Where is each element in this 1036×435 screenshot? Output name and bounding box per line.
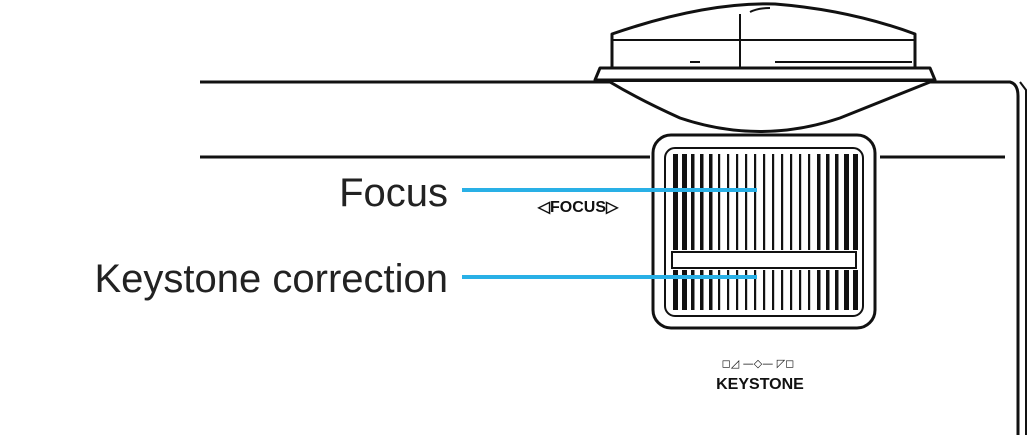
keystone-marking: KEYSTONE: [716, 376, 804, 393]
keystone-dial-ridge: [736, 270, 739, 310]
keystone-dial-ridge: [808, 270, 811, 310]
focus-dial-ridge: [727, 154, 730, 250]
focus-dial-ridge: [826, 154, 830, 250]
keystone-dial-ridge: [835, 270, 839, 310]
keystone-dial-ridge: [754, 270, 757, 310]
keystone-dial-ridge: [844, 270, 849, 310]
focus-dial-ridge: [673, 154, 678, 250]
focus-dial-ridge: [754, 154, 757, 250]
focus-dial-ridge: [853, 154, 858, 250]
keystone-dial-ridge: [763, 270, 766, 310]
keystone-dial-ridge: [745, 270, 748, 310]
keystone-dial-ridge: [790, 270, 793, 310]
focus-dial-ridge: [718, 154, 721, 250]
focus-callout-label: Focus: [339, 171, 448, 215]
lens-cap: [593, 2, 937, 82]
focus-dial: [670, 152, 858, 252]
focus-dial-ridge: [763, 154, 766, 250]
focus-dial-ridge: [736, 154, 739, 250]
keystone-dial-ridge: [718, 270, 721, 310]
focus-dial-ridge: [817, 154, 821, 250]
focus-dial-ridge: [835, 154, 839, 250]
keystone-dial-ridge: [817, 270, 821, 310]
keystone-dial-ridge: [826, 270, 830, 310]
focus-dial-ridge: [790, 154, 793, 250]
keystone-dial-ridge: [700, 270, 704, 310]
focus-dial-ridge: [781, 154, 784, 250]
keystone-dial-ridge: [781, 270, 784, 310]
keystone-dial-ridge: [772, 270, 775, 310]
focus-dial-ridge: [682, 154, 687, 250]
focus-dial-ridge: [844, 154, 849, 250]
keystone-dial-ridge: [682, 270, 687, 310]
keystone-dial-ridge: [709, 270, 713, 310]
focus-dial-ridge: [808, 154, 811, 250]
keystone-callout-label: Keystone correction: [94, 257, 448, 301]
focus-dial-ridge: [772, 154, 775, 250]
projector-body: [200, 80, 1027, 435]
keystone-dial: [670, 268, 858, 312]
keystone-dial-ridge: [673, 270, 678, 310]
focus-dial-ridge: [799, 154, 802, 250]
dial-separator: [671, 251, 857, 269]
keystone-dial-ridge: [853, 270, 858, 310]
keystone-dial-ridge: [799, 270, 802, 310]
focus-marking: ◁FOCUS▷: [537, 199, 619, 216]
keystone-symbols: ◻◿ —◇— ◸◻: [722, 357, 795, 370]
keystone-dial-ridge: [727, 270, 730, 310]
keystone-dial-ridge: [691, 270, 695, 310]
focus-dial-ridge: [691, 154, 695, 250]
focus-dial-ridge: [709, 154, 713, 250]
focus-dial-ridge: [745, 154, 748, 250]
focus-dial-ridge: [700, 154, 704, 250]
